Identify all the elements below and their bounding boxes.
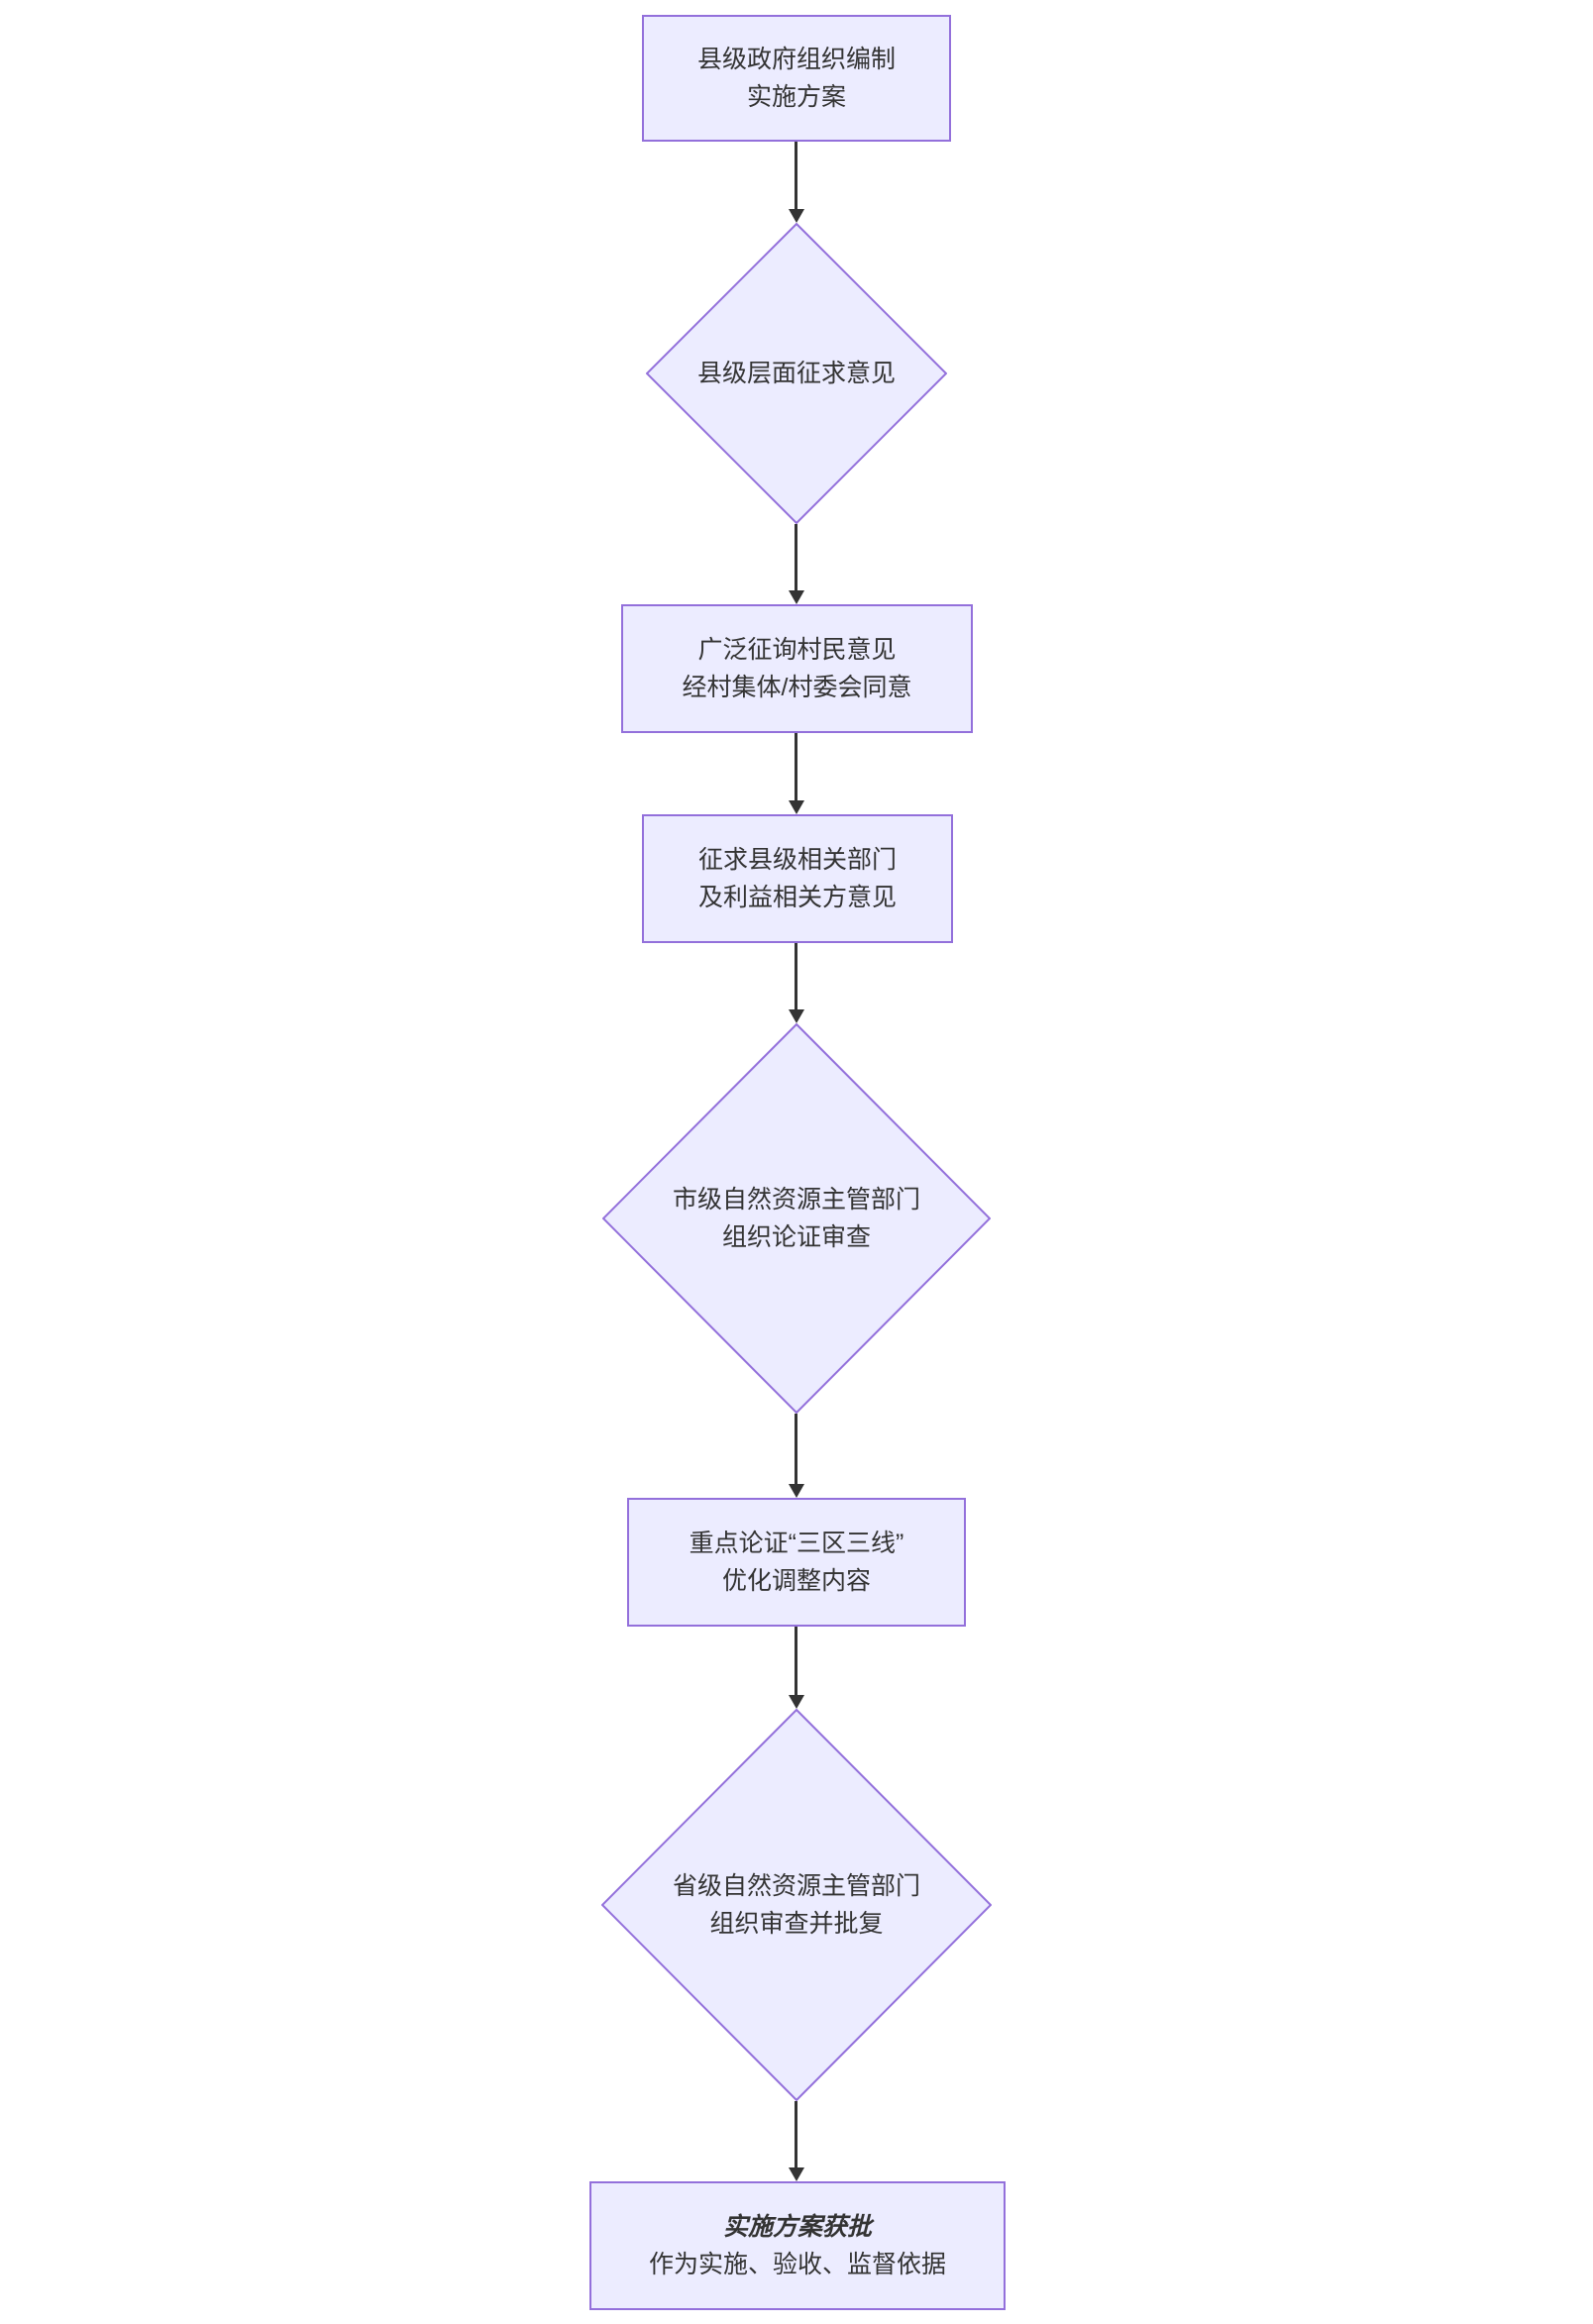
node-text-line: 广泛征询村民意见 [697, 636, 897, 664]
node-text-line: 及利益相关方意见 [697, 884, 897, 911]
arrowhead-icon [789, 1695, 804, 1709]
edge-arrow-line [795, 524, 797, 590]
node-text-line: 优化调整内容 [721, 1567, 871, 1595]
node-text-line: 作为实施、验收、监督依据 [648, 2251, 946, 2278]
arrowhead-icon [789, 800, 804, 814]
edge-arrow-line [795, 1627, 797, 1695]
edge-arrow-line [795, 733, 797, 800]
diamond-shape [602, 1023, 991, 1414]
node-villager-consultation: 广泛征询村民意见 经村集体/村委会同意 [621, 604, 973, 733]
node-text-line: 县级层面征求意见 [696, 360, 896, 387]
node-province-review-approval-decision: 省级自然资源主管部门 组织审查并批复 [601, 1709, 992, 2101]
node-city-review-decision: 市级自然资源主管部门 组织论证审查 [602, 1023, 991, 1414]
edge-arrow-line [795, 943, 797, 1009]
diamond-shape [601, 1709, 992, 2101]
edge-arrow-line [795, 1414, 797, 1484]
node-text-line: 实施方案 [746, 83, 846, 111]
node-text-line: 县级政府组织编制 [696, 46, 896, 73]
node-three-zones-three-lines-review: 重点论证“三区三线” 优化调整内容 [627, 1498, 966, 1627]
node-departments-stakeholders-consultation: 征求县级相关部门 及利益相关方意见 [642, 814, 953, 943]
edge-arrow-line [795, 142, 797, 210]
node-county-gov-plan: 县级政府组织编制 实施方案 [642, 15, 951, 142]
edge-arrow-line [795, 2101, 797, 2167]
node-text-line: 省级自然资源主管部门 [672, 1872, 920, 1900]
node-text-line: 组织审查并批复 [709, 1910, 884, 1938]
arrowhead-icon [789, 1009, 804, 1023]
diamond-shape [646, 223, 947, 524]
node-text-line: 重点论证“三区三线” [689, 1530, 904, 1557]
arrowhead-icon [789, 209, 804, 223]
arrowhead-icon [789, 2167, 804, 2181]
node-text-line: 市级自然资源主管部门 [672, 1186, 920, 1214]
node-plan-approved-result: 实施方案获批 作为实施、验收、监督依据 [589, 2181, 1006, 2310]
node-text-line: 组织论证审查 [721, 1223, 871, 1251]
node-text-line: 征求县级相关部门 [697, 846, 897, 874]
node-county-consultation-decision: 县级层面征求意见 [646, 223, 947, 524]
node-text-line-emphasis: 实施方案获批 [722, 2213, 872, 2241]
arrowhead-icon [789, 1484, 804, 1498]
arrowhead-icon [789, 590, 804, 604]
node-text-line: 经村集体/村委会同意 [682, 674, 912, 701]
